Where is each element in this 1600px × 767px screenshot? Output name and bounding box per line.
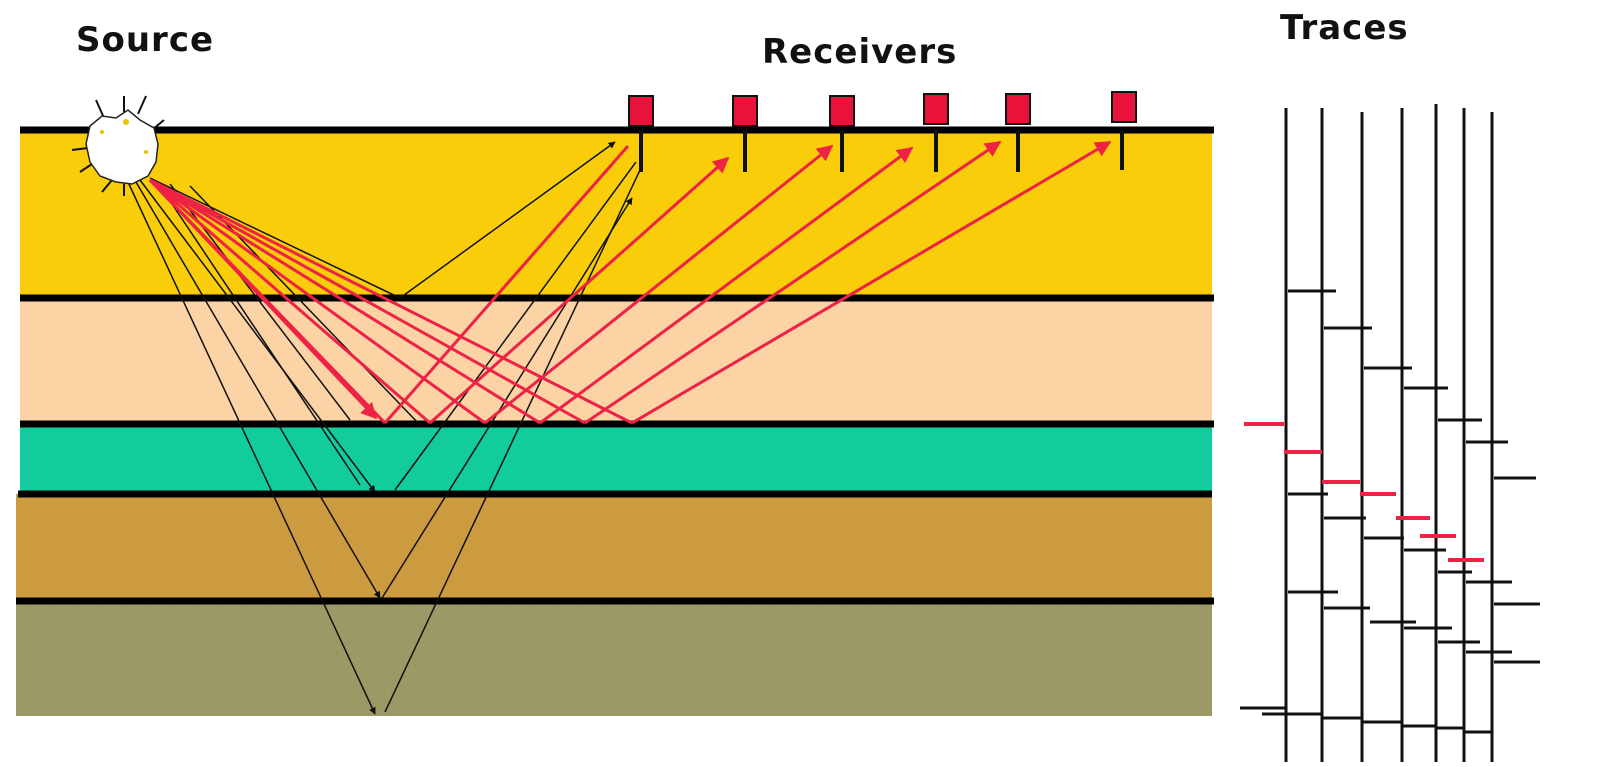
receivers-label: Receivers	[762, 32, 958, 72]
ray-deep-2-up	[381, 197, 633, 599]
red-ray-up-2	[429, 156, 730, 425]
ray-extra-1	[159, 185, 361, 486]
source-explosion-icon	[71, 95, 165, 196]
red-ray-down-7	[149, 178, 633, 425]
receiver-4	[923, 93, 949, 172]
black-ray-paths	[127, 141, 641, 715]
receiver-5	[1005, 93, 1031, 172]
red-ray-down-6	[149, 178, 586, 425]
source-label: Source	[76, 20, 215, 60]
receiver-2	[732, 95, 758, 172]
red-ray-up-3	[484, 144, 834, 425]
ray-extra-3	[189, 185, 421, 426]
layer-5-texture	[16, 606, 1212, 716]
receiver-6	[1111, 91, 1137, 170]
receiver-1	[628, 95, 654, 172]
layer-3	[20, 424, 1212, 494]
ray-deep-3	[127, 181, 376, 715]
earth-layers	[16, 130, 1212, 716]
receiver-3	[829, 95, 855, 172]
red-ray-up-5	[584, 140, 1002, 425]
receivers	[628, 91, 1137, 172]
traces-label: Traces	[1280, 8, 1409, 48]
red-ray-down-4	[149, 178, 486, 425]
layer-4	[16, 494, 1212, 602]
red-ray-up-1	[383, 145, 630, 424]
ray-deep-1	[139, 179, 376, 493]
red-ray-up-4	[539, 146, 914, 425]
layer-interfaces	[16, 126, 1214, 605]
ray-deep-2	[135, 181, 381, 599]
red-ray-up-6	[631, 140, 1112, 425]
ray-deep-3-up	[384, 169, 641, 713]
red-ray-down-3	[149, 178, 431, 425]
traces-panel	[1240, 104, 1540, 762]
red-ray-down-2	[148, 178, 387, 425]
ray-shallow	[149, 141, 616, 299]
red-ray-paths	[148, 140, 1112, 425]
ray-deep-1-up	[394, 161, 637, 491]
